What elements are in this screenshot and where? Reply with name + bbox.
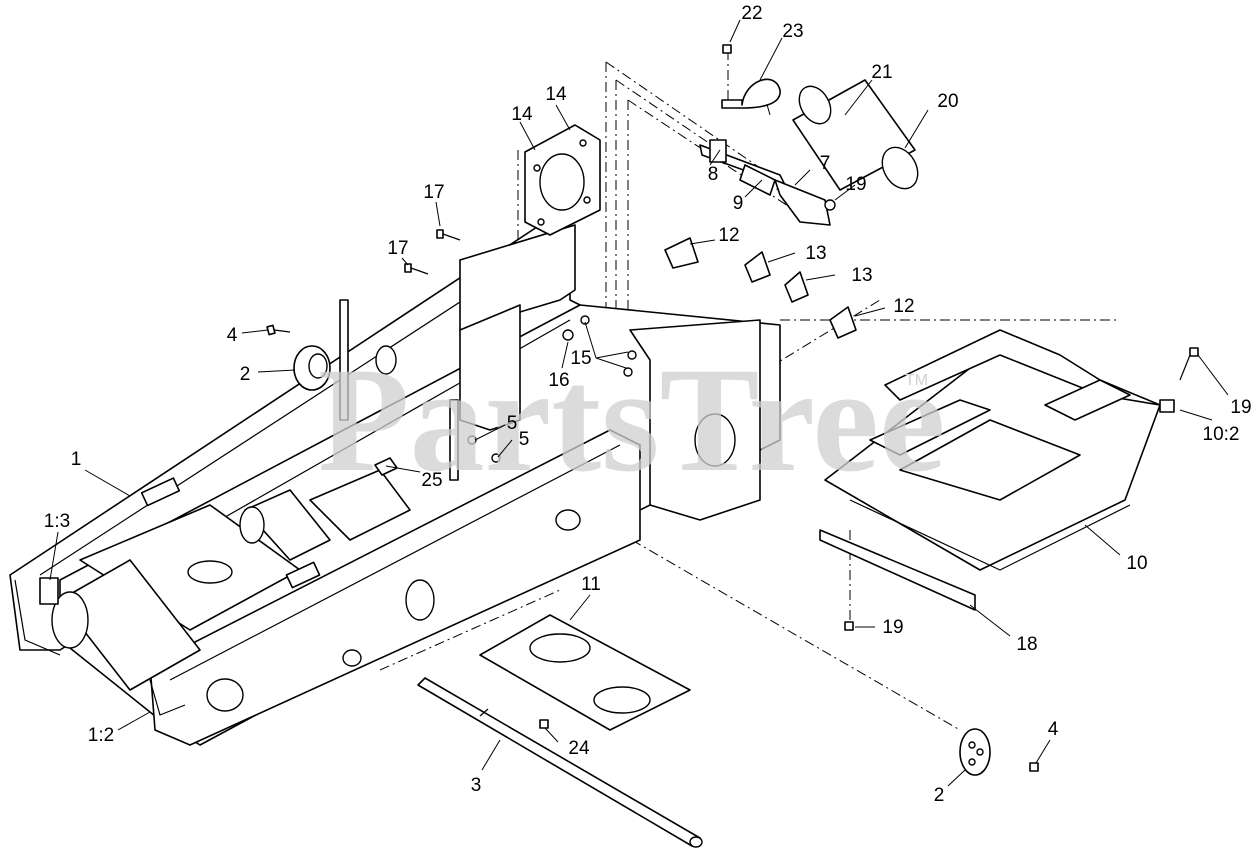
- callout-7: 7: [820, 153, 831, 174]
- callout-13-b: 13: [851, 265, 872, 286]
- callout-14-a: 14: [545, 84, 567, 105]
- callout-17-b: 17: [387, 238, 408, 259]
- callout-14-b: 14: [511, 104, 533, 125]
- callout-1: 1: [71, 449, 82, 470]
- callout-20: 20: [937, 91, 958, 112]
- foot-plate: [824, 329, 1175, 571]
- callout-3: 3: [471, 775, 482, 796]
- callout-19-b: 19: [1230, 397, 1251, 418]
- watermark: PartsTree: [318, 337, 945, 503]
- callout-19-c: 19: [882, 617, 903, 638]
- callout-17-a: 17: [423, 182, 444, 203]
- callout-5-a: 5: [507, 413, 518, 434]
- callout-4-a: 4: [227, 325, 238, 346]
- watermark-tm: TM: [905, 372, 928, 389]
- callout-2-a: 2: [240, 364, 251, 385]
- callout-18: 18: [1016, 634, 1037, 655]
- callout-leaders: [49, 19, 1229, 787]
- callout-8: 8: [708, 164, 719, 185]
- callout-21: 21: [871, 62, 892, 83]
- callout-19-a: 19: [845, 174, 866, 195]
- fasteners: [266, 229, 1199, 772]
- callout-13-a: 13: [805, 243, 826, 264]
- axle-shaft: [417, 677, 703, 848]
- callout-4-b: 4: [1048, 719, 1059, 740]
- callout-12-a: 12: [718, 225, 739, 246]
- callout-2-b: 2: [934, 785, 945, 806]
- wheel-hub: [293, 345, 991, 776]
- mounting-plate: [524, 124, 601, 236]
- callout-11: 11: [581, 574, 601, 595]
- callout-labels: 22 23 21 20 14 14 8 7 9 19 17 17 12 13 1…: [44, 3, 1252, 806]
- callout-9: 9: [733, 193, 744, 214]
- callout-25: 25: [421, 470, 442, 491]
- callout-1-2: 1:2: [88, 725, 114, 746]
- pipe-clamp: [721, 44, 781, 109]
- callout-5-b: 5: [519, 429, 530, 450]
- callout-1-3: 1:3: [44, 511, 70, 532]
- callout-15: 15: [570, 348, 591, 369]
- bottom-plate: [479, 614, 691, 731]
- callout-10-2: 10:2: [1203, 424, 1240, 445]
- main-frame: [9, 224, 781, 746]
- callout-12-b: 12: [893, 296, 914, 317]
- callout-23: 23: [782, 21, 803, 42]
- latch-assembly: [699, 139, 836, 226]
- callout-22: 22: [741, 3, 762, 24]
- handle-grip: [792, 79, 919, 191]
- callout-24: 24: [568, 738, 590, 759]
- rubber-bumpers: [664, 237, 857, 339]
- callout-10: 10: [1126, 553, 1147, 574]
- support-bracket: [819, 529, 976, 611]
- callout-16: 16: [548, 370, 569, 391]
